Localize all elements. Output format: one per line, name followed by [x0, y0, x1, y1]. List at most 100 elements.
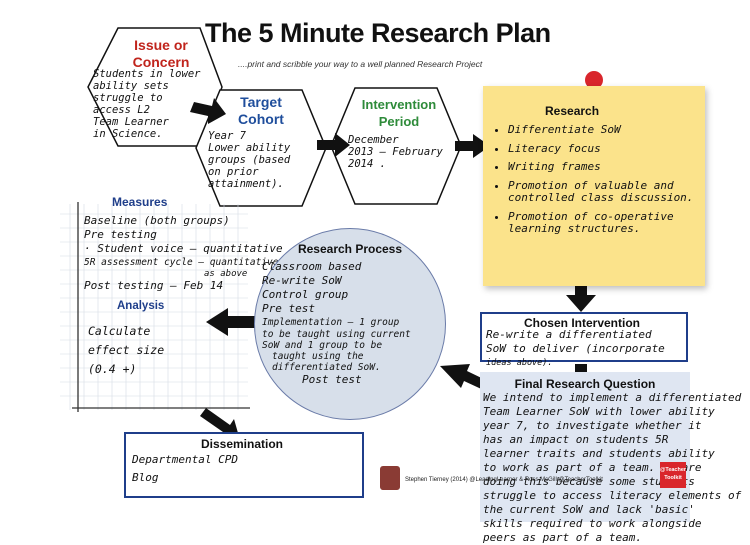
- period-note: 2014 .: [348, 158, 386, 170]
- question-line: the current SoW and lack 'basic': [483, 503, 695, 516]
- measures-line: Pre testing: [84, 228, 157, 241]
- process-line: Post test: [302, 373, 362, 386]
- question-line: year 7, to investigate whether it: [483, 419, 702, 432]
- research-item: Differentiate SoW: [508, 123, 708, 137]
- final-question-notes: We intend to implement a differentiated …: [483, 391, 741, 545]
- research-item: Promotion of valuable and controlled cla…: [508, 179, 708, 205]
- dissemination-notes: Departmental CPD Blog: [132, 451, 238, 487]
- cohort-note: on prior: [208, 166, 259, 178]
- question-line: doing this because some students: [483, 475, 695, 488]
- period-label: Intervention Period: [340, 96, 458, 130]
- cohort-note: Lower ability: [208, 142, 291, 154]
- period-label-line-2: Period: [378, 114, 420, 129]
- issue-notes: Students in lower ability sets struggle …: [93, 68, 218, 140]
- process-line: Implementation – 1 group: [262, 317, 400, 328]
- intervention-line: Re-write a differentiated: [486, 328, 652, 341]
- measures-line: 5R assessment cycle – quantitative: [84, 257, 279, 268]
- research-title: Research: [545, 104, 600, 118]
- analysis-line: Calculate: [88, 324, 151, 338]
- measures-line: · Student voice – quantitative: [84, 242, 283, 255]
- measures-title: Measures: [112, 195, 168, 209]
- analysis-title: Analysis: [117, 300, 165, 312]
- footer-credit: Stephen Tierney (2014) @LeadingLearner &…: [405, 477, 603, 483]
- period-note: December: [348, 134, 399, 146]
- diagram-shapes: [60, 27, 603, 440]
- issue-label-line-2: Concern: [132, 54, 190, 70]
- dissemination-title: Dissemination: [200, 437, 284, 451]
- measures-line: Post testing – Feb 14: [84, 279, 224, 292]
- measures-line: Baseline (both groups): [84, 214, 230, 227]
- cohort-note: Year 7: [208, 130, 246, 142]
- arrow-research-to-intervention: [566, 275, 596, 312]
- research-item: Writing frames: [508, 160, 708, 174]
- intervention-line: ideas above).: [486, 358, 553, 368]
- research-process-notes: Classroom based Re-write SoW Control gro…: [262, 260, 442, 387]
- analysis-line: (0.4 +): [88, 362, 137, 376]
- issue-note: ability sets: [93, 80, 169, 92]
- process-line: to be taught using current: [262, 329, 411, 340]
- pushpin-icon: [585, 71, 603, 89]
- process-line: Classroom based: [262, 260, 362, 273]
- research-item: Literacy focus: [508, 142, 708, 156]
- dissemination-box: [124, 432, 364, 498]
- issue-note: Students in lower: [93, 68, 201, 80]
- research-process-title: Research Process: [297, 242, 403, 256]
- process-line: Pre test: [262, 302, 315, 315]
- cohort-label-line-2: Cohort: [238, 111, 284, 127]
- analysis-line: effect size: [88, 343, 165, 357]
- page-subtitle: ....print and scribble your way to a wel…: [238, 59, 483, 69]
- research-list: Differentiate SoW Literacy focus Writing…: [498, 123, 708, 242]
- measures-line: as above: [204, 269, 248, 279]
- issue-label-line-1: Issue or: [134, 37, 188, 53]
- teacher-toolkit-badge: @Teacher Toolkit: [660, 462, 686, 488]
- cohort-note: attainment).: [208, 178, 284, 190]
- chosen-intervention-box: [480, 312, 688, 362]
- badge-line: @Teacher: [660, 467, 687, 473]
- issue-note: Team Learner: [93, 116, 169, 128]
- process-line: Re-write SoW: [262, 274, 342, 287]
- research-process-circle: [254, 228, 446, 420]
- arrow-issue-to-cohort: [190, 98, 226, 124]
- chosen-intervention-title: Chosen Intervention: [523, 316, 640, 330]
- process-line: Control group: [262, 288, 349, 301]
- measures-grid-paper: [60, 204, 248, 410]
- process-line: differentiated SoW.: [272, 362, 381, 373]
- cohort-note: groups (based: [208, 154, 291, 166]
- research-sticky-note: [483, 86, 705, 286]
- question-line: skills required to work alongside: [483, 517, 702, 530]
- cohort-label: Target Cohort: [206, 94, 316, 128]
- question-line: has an impact on students 5R: [483, 433, 669, 446]
- final-question-panel: [480, 372, 690, 522]
- process-line: SoW and 1 group to be: [262, 340, 383, 351]
- page-title: The 5 Minute Research Plan: [205, 18, 551, 48]
- cohort-label-line-1: Target: [240, 94, 282, 110]
- analysis-notes: Calculate effect size (0.4 +): [88, 322, 164, 379]
- period-label-line-1: Intervention: [361, 97, 437, 112]
- question-line: Team Learner SoW with lower ability: [483, 405, 715, 418]
- badge-line: Toolkit: [664, 475, 682, 481]
- intervention-line: SoW to deliver (incorporate: [486, 342, 665, 355]
- issue-note: in Science.: [93, 128, 163, 140]
- period-notes: December 2013 – February 2014 .: [348, 134, 458, 170]
- process-line: taught using the: [272, 351, 364, 362]
- cohort-hexagon: [195, 89, 327, 207]
- question-line: learner traits and students ability: [483, 447, 715, 460]
- final-question-title: Final Research Question: [514, 377, 656, 391]
- arrow-cohort-to-period: [317, 133, 350, 157]
- arrow-process-to-analysis: [206, 308, 257, 336]
- issue-note: access L2: [93, 104, 150, 116]
- dissemination-line: Departmental CPD: [132, 453, 238, 466]
- issue-label: Issue or Concern: [106, 37, 216, 71]
- question-line: struggle to access literacy elements of: [483, 489, 742, 502]
- measures-notes: Baseline (both groups) Pre testing · Stu…: [84, 214, 283, 293]
- arrow-period-to-research: [455, 134, 490, 158]
- author-avatar: [380, 466, 400, 490]
- cohort-notes: Year 7 Lower ability groups (based on pr…: [208, 130, 323, 190]
- chosen-intervention-notes: Re-write a differentiated SoW to deliver…: [486, 328, 665, 370]
- question-line: to work as part of a team. We are: [483, 461, 702, 474]
- period-note: 2013 – February: [348, 146, 443, 158]
- dissemination-line: Blog: [132, 471, 159, 484]
- question-line: peers as part of a team.: [483, 531, 642, 544]
- research-item: Promotion of co-operative learning struc…: [508, 210, 708, 236]
- issue-note: struggle to: [93, 92, 163, 104]
